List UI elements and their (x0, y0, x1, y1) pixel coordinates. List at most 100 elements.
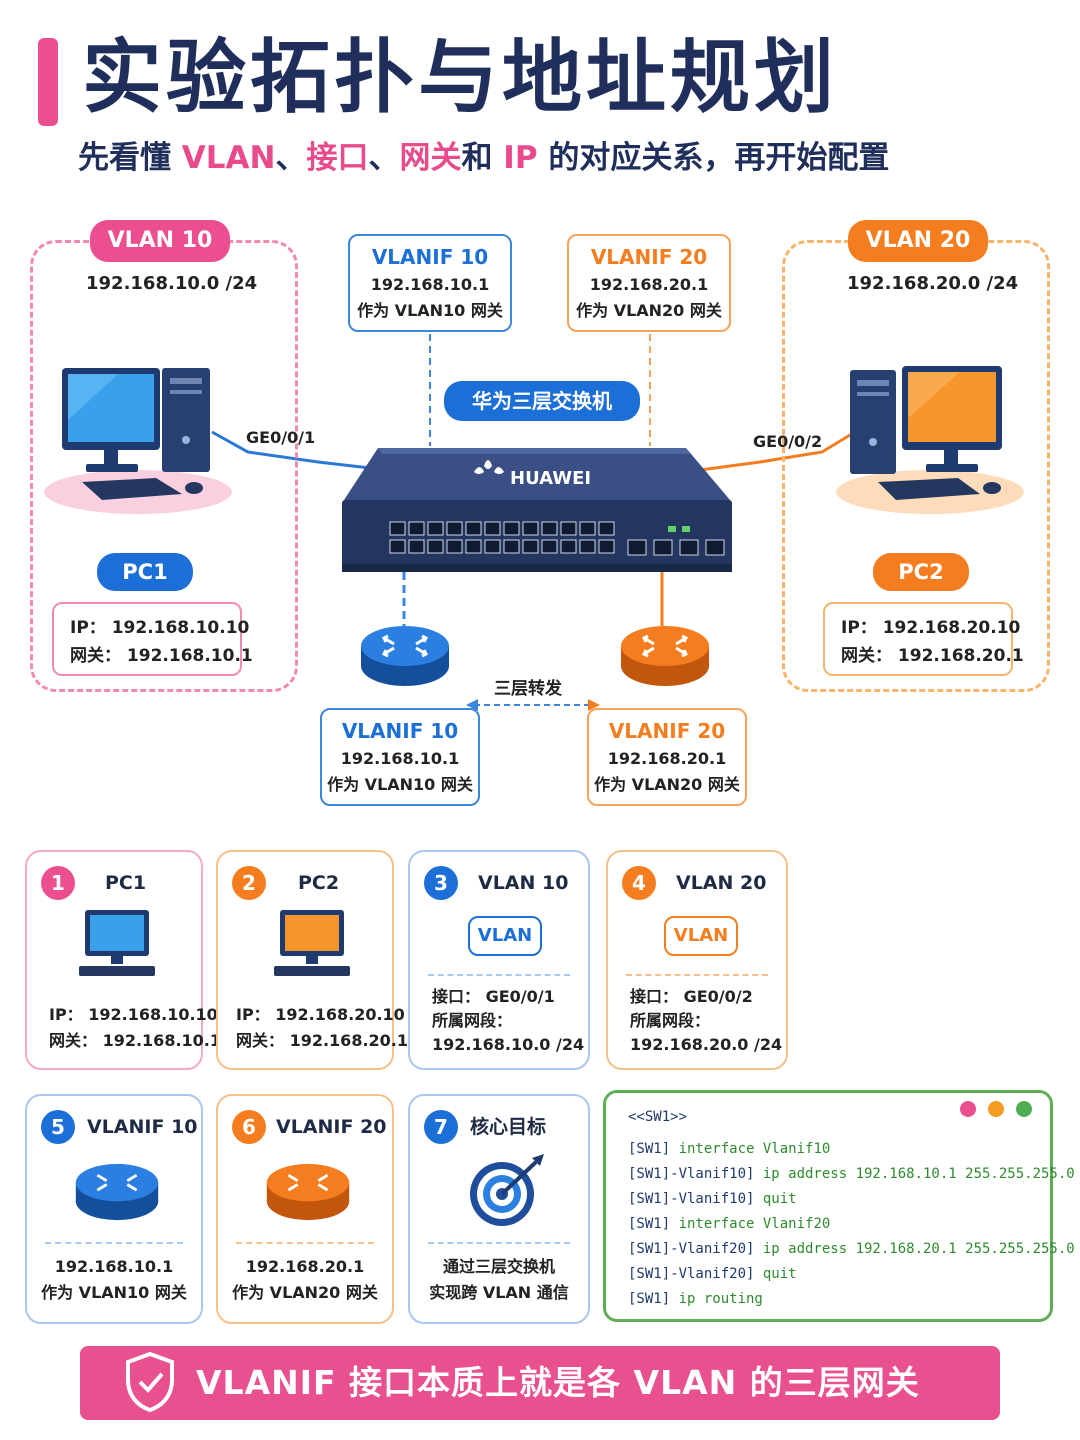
code-line: [SW1]-Vlanif20] quit (628, 1264, 797, 1284)
vlanif20-router-icon (266, 1163, 350, 1221)
vlan20-network: 192.168.20.0 /24 (847, 273, 1019, 294)
switch-port (484, 539, 501, 554)
card-goal-line2: 实现跨 VLAN 通信 (429, 1283, 569, 1302)
vlanif20-bottom-title: VLANIF 20 (608, 719, 726, 743)
card-pc1: 1 PC1 IP： 192.168.10.10 网关： 192.168.10.1 (25, 850, 222, 1070)
code-prompt: [SW1] (628, 1216, 679, 1232)
vlanif10-bottom-role: 作为 VLAN10 网关 (327, 775, 473, 794)
subtitle-highlight-interface: 接口 (306, 140, 369, 176)
switch-port (503, 539, 520, 554)
vlanif20-top-role: 作为 VLAN20 网关 (576, 301, 722, 320)
vlan20-tag-icon: VLAN (664, 916, 738, 956)
target-icon (470, 1154, 544, 1226)
switch-port (465, 539, 482, 554)
switch-port (465, 521, 482, 536)
card-number: 2 (232, 866, 266, 900)
code-prompt: [SW1] (628, 1141, 679, 1157)
pc1-label: PC1 (97, 553, 193, 591)
card-title: VLAN 20 (676, 872, 767, 894)
card-number: 5 (41, 1110, 75, 1144)
card-vlanif20-ip: 192.168.20.1 (245, 1257, 365, 1276)
pc2-monitor-icon (274, 910, 350, 976)
vlanif10-bottom-ip: 192.168.10.1 (340, 749, 460, 768)
code-command: quit (762, 1266, 797, 1282)
switch-uplink-port (705, 539, 725, 556)
card-divider (236, 1242, 374, 1244)
pc1-computer-icon (44, 368, 232, 514)
vlanif20-top-title: VLANIF 20 (590, 245, 708, 269)
window-dot-icon (1016, 1101, 1032, 1117)
switch-port (446, 521, 463, 536)
card-pc1-gateway: 网关： 192.168.10.1 (49, 1031, 222, 1050)
switch-port (541, 521, 558, 536)
subtitle-part: 和 (461, 140, 504, 176)
subtitle-part: 的对应关系，再开始配置 (537, 140, 890, 176)
card-pc2-gateway: 网关： 192.168.20.1 (236, 1031, 409, 1050)
code-header-text: <<SW1>> (628, 1109, 688, 1125)
subtitle-part: 先看懂 (78, 140, 182, 176)
switch-port (427, 521, 444, 536)
vlanif20-bottom-box: VLANIF 20 192.168.20.1 作为 VLAN20 网关 (587, 708, 747, 806)
switch-port (484, 521, 501, 536)
window-dot-icon (988, 1101, 1004, 1117)
card-vlan10-segment-label: 所属网段： (432, 1011, 513, 1030)
vlanif10-top-title: VLANIF 10 (371, 245, 489, 269)
code-command: ip routing (678, 1291, 763, 1307)
card-title: PC1 (105, 872, 147, 894)
card-number: 1 (41, 866, 75, 900)
card-vlanif20-role: 作为 VLAN20 网关 (232, 1283, 378, 1302)
subtitle-part: 、 (275, 140, 307, 176)
card-vlan10: 3 VLAN 10 VLAN 接口： GE0/0/1 所属网段： 192.168… (408, 850, 590, 1070)
switch-port (598, 539, 615, 554)
code-command: interface Vlanif10 (678, 1141, 831, 1157)
vlanif20-top-ip: 192.168.20.1 (589, 275, 709, 294)
shield-check-icon (126, 1351, 174, 1413)
card-divider (428, 1242, 570, 1244)
switch-port (560, 539, 577, 554)
code-line: [SW1]-Vlanif10] ip address 192.168.10.1 … (628, 1164, 1075, 1184)
card-vlan20-interface: 接口： GE0/0/2 (630, 987, 753, 1006)
card-pc2: 2 PC2 IP： 192.168.20.10 网关： 192.168.20.1 (216, 850, 409, 1070)
card-title: PC2 (298, 872, 340, 894)
pc2-ip: IP： 192.168.20.10 (841, 618, 1021, 638)
pc1-monitor-icon (79, 910, 155, 976)
router-vlanif10-icon (361, 626, 449, 686)
card-divider (428, 974, 570, 976)
pc2-ip-box: IP： 192.168.20.10 网关： 192.168.20.1 (823, 602, 1024, 676)
switch-port (579, 521, 596, 536)
code-line: [SW1] ip routing (628, 1289, 763, 1309)
code-command: ip address 192.168.20.1 255.255.255.0 (762, 1241, 1075, 1257)
code-line: [SW1] interface Vlanif20 (628, 1214, 830, 1234)
pc1-ip-box: IP： 192.168.10.10 网关： 192.168.10.1 (52, 602, 253, 676)
vlan10-tag-icon: VLAN (468, 916, 542, 956)
huawei-switch-icon: HUAWEI (342, 448, 732, 572)
vlan20-label: VLAN 20 (848, 220, 988, 262)
switch-port (579, 539, 596, 554)
title-accent-bar (38, 38, 58, 126)
code-line: [SW1]-Vlanif10] quit (628, 1189, 797, 1209)
vlan10-label: VLAN 10 (90, 220, 230, 262)
page-title: 实验拓扑与地址规划 (82, 31, 838, 124)
code-prompt: [SW1]-Vlanif20] (628, 1241, 763, 1257)
switch-uplink-port (627, 539, 647, 556)
vlanif10-top-role: 作为 VLAN10 网关 (357, 301, 503, 320)
switch-port (522, 521, 539, 536)
switch-port (446, 539, 463, 554)
card-title: VLANIF 20 (276, 1116, 387, 1138)
pc1-ip: IP： 192.168.10.10 (70, 618, 250, 638)
switch-port (427, 539, 444, 554)
subtitle-highlight-vlan: VLAN (181, 140, 276, 176)
window-dot-icon (960, 1101, 976, 1117)
card-vlan20-segment-label: 所属网段： (630, 1011, 711, 1030)
switch-port (408, 521, 425, 536)
link-pc2-switch (699, 430, 856, 472)
code-line: [SW1]-Vlanif20] ip address 192.168.20.1 … (628, 1239, 1075, 1259)
pc2-gateway: 网关： 192.168.20.1 (841, 646, 1024, 666)
l3-forward-label: 三层转发 (494, 679, 562, 699)
code-line: [SW1] interface Vlanif10 (628, 1139, 830, 1159)
switch-uplink-port (679, 539, 699, 556)
subtitle-highlight-gateway: 网关 (399, 140, 462, 176)
pc2-label: PC2 (873, 553, 969, 591)
link-pc1-switch (211, 430, 371, 470)
vlanif20-bottom-role: 作为 VLAN20 网关 (594, 775, 740, 794)
